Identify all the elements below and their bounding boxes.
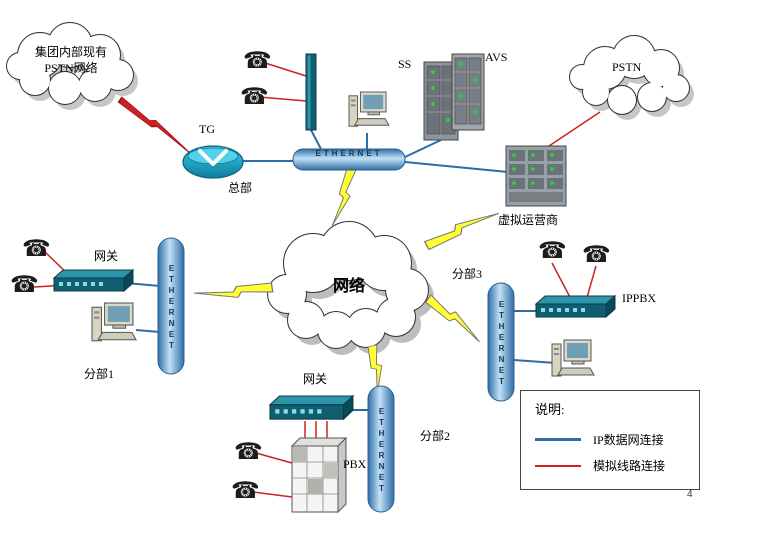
headquarters-label: 总部 [228,181,253,195]
avs-label: AVS [485,50,508,64]
ethernet-bus-horizontal [292,148,406,171]
ethernet-bus-branch3 [487,282,515,402]
analog-link-phone-top2 [258,96,307,102]
lightning-bus-network [331,167,357,229]
lightning-network-branch1 [193,280,274,305]
branch1-label: 分部1 [84,367,115,381]
pstn-internal-cloud-line2: PSTN网络 [44,61,98,75]
computer-icon-branch3 [551,339,595,377]
ip-link-cyl3-pc [513,359,557,364]
pstn-cloud [569,35,694,120]
phone-icon-hq-2: ☎ [240,84,269,110]
switch-ippbx-branch3-icon [535,295,616,318]
ss-label: SS [398,57,412,71]
virtual-operator-label: 虚拟运营商 [498,213,559,227]
ethernet-branch2-label: ETHERNET [377,407,386,495]
legend-ip-line-label: IP数据网连接 [593,433,664,447]
pstn-cloud-label: PSTN [612,60,642,74]
phone-icon-branch2-2: ☎ [231,478,260,504]
phone-icon-branch1-1: ☎ [22,236,51,262]
lightning-pstn-internal-tg [116,96,198,157]
switch-bar-hq-icon [305,53,317,131]
phone-icon-branch1-2: ☎ [10,272,39,298]
server-rack-virtual-operator-icon [505,145,567,207]
phone-icon-branch2-1: ☎ [234,439,263,465]
phone-icon-hq-1: ☎ [243,48,272,74]
ip-link-pc-cyl1 [135,329,161,333]
ethernet-bus-branch1 [157,237,185,375]
legend-item-analog: 模拟线路连接 [521,448,699,474]
pbx-label: PBX [343,457,367,471]
ip-link-ss-bus [404,139,442,158]
pbx-rack-icon [290,436,348,514]
lightning-network-branch3 [424,294,487,343]
analog-link-phone-top1 [261,61,307,77]
branch2-label: 分部2 [420,429,451,443]
phone-icon-branch3-2: ☎ [582,242,611,268]
ip-link-bus-virtual-operator [404,161,509,173]
legend-item-ip: IP数据网连接 [521,422,699,448]
branch3-label: 分部3 [452,267,483,281]
ethernet-bus-branch2 [367,385,395,513]
ethernet-branch3-label: ETHERNET [497,300,506,388]
legend-analog-line-label: 模拟线路连接 [593,459,666,473]
ip-link-switchbar-bus [310,129,323,152]
legend-box: 说明: IP数据网连接 模拟线路连接 [520,390,700,490]
switch-gateway-branch2-icon [269,395,354,420]
gateway-branch2-label: 网关 [303,372,328,386]
pstn-internal-cloud-label: 集团内部现有 PSTN网络 [18,44,124,76]
gateway-branch1-label: 网关 [94,249,119,263]
ethernet-horizontal-label: ETHERNET [315,149,383,158]
lightning-network-virtual-operator [423,203,500,252]
analog-link-phone-bottom1 [255,452,293,464]
analog-link-phone-right1 [551,262,573,302]
phone-icon-branch3-1: ☎ [538,238,567,264]
ippbx-label: IPPBX [622,291,657,305]
analog-link-phone-bottom2 [252,491,293,498]
legend-title: 说明: [535,402,565,417]
pstn-internal-cloud-line1: 集团内部现有 [34,45,107,59]
tg-label: TG [199,122,215,136]
computer-icon-branch1 [91,302,137,342]
computer-icon-hq [348,91,390,127]
server-rack-avs-icon [451,53,485,131]
switch-gateway-branch1-icon [53,269,134,292]
legend-ip-line-swatch [535,438,581,441]
analog-link-pstn-virtual-operator [545,111,601,149]
ethernet-branch1-label: ETHERNET [167,264,176,352]
legend-analog-line-swatch [535,464,581,467]
page-number: 4 [687,489,693,500]
network-cloud-label: 网络 [332,278,365,295]
router-icon [182,145,244,179]
analog-link-phone-right2 [585,265,597,302]
